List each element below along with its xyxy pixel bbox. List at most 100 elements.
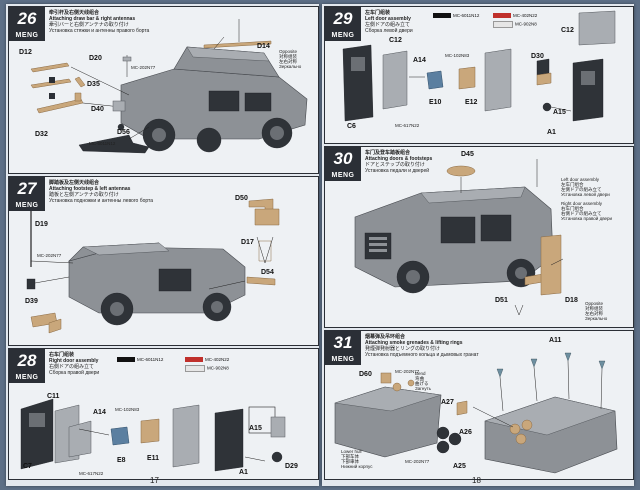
left-door-note-jp: 左側ドアの組み立て (561, 187, 602, 192)
right-page: 29 MENG 左车门组装 Left door assembly 左側ドアの組み… (322, 4, 634, 486)
step-header: 26 MENG (9, 7, 45, 41)
step-title-jp: 牽引バーと右側アンテナの取り付け (49, 22, 129, 28)
step-title-zh: 车门及登车踏板组合 (365, 150, 411, 156)
opposite-note-zh: 对称组装 (585, 306, 603, 311)
step-title-ru: Установка педали и дверей (365, 168, 430, 174)
bend-note-jp: 曲げる (415, 381, 429, 386)
step-title-zh: 右车门组装 (49, 352, 75, 358)
opposite-note: Opposite (279, 49, 298, 54)
part-label: D19 (35, 221, 48, 228)
step-title-ru: Установка подъемного кольца и дымовых гр… (365, 352, 479, 358)
step-30-illustration (354, 159, 564, 316)
part-label: D18 (565, 297, 578, 304)
part-label: D29 (285, 463, 298, 470)
paint-note: MC-202N77 (395, 369, 420, 374)
part-label: D17 (241, 239, 254, 246)
part-label: D40 (91, 106, 104, 113)
step-title-en: Attaching doors & footsteps (365, 156, 433, 162)
part-label: A1 (239, 469, 248, 476)
left-door-note: Left door assembly (561, 177, 600, 182)
step-29-illustration (342, 10, 616, 122)
color-legend-3: MC-902N8 (185, 365, 229, 372)
lower-hull-note: Lower hull (341, 449, 362, 454)
paint-note: MC-202N77 (37, 253, 62, 258)
color-legend-2: MC-402N22 (185, 357, 229, 363)
step-27: 27 MENG 脚踏板及左侧天线组合 Attaching footstep & … (8, 176, 319, 346)
part-label: C7 (23, 463, 32, 470)
step-title-en: Attaching footstep & left antennas (49, 186, 131, 192)
step-26-illustration (30, 19, 308, 154)
step-title-en: Attaching smoke grenades & lifting rings (365, 340, 463, 346)
paint-note: MC-202N77 (131, 65, 156, 70)
part-label: D30 (531, 53, 544, 60)
color-legend-1: MC-6011N12 (117, 357, 163, 363)
step-number: 29 (333, 9, 353, 28)
lower-hull-note-jp: 下部車体 (341, 459, 359, 464)
step-30: 30 MENG 车门及登车踏板组合 Attaching doors & foot… (324, 146, 634, 328)
step-28-illustration (20, 398, 286, 472)
step-title-jp: ドアとステップの取り付け (365, 162, 425, 168)
color-legend-2: MC-402N22 (493, 13, 537, 19)
step-title-ru: Сборка левой двери (365, 28, 413, 34)
step-number: 26 (17, 9, 37, 28)
right-door-note-jp: 右側ドアの組み立て (561, 211, 602, 216)
part-label: E12 (465, 99, 478, 106)
step-title-en: Left door assembly (365, 16, 411, 22)
part-label: A1 (547, 129, 556, 136)
right-door-note-zh: 右车门组合 (561, 206, 584, 211)
opposite-note-ru: Зеркально (585, 316, 608, 321)
lower-hull-note-zh: 下部车体 (341, 454, 359, 459)
paint-note: MC-202N77 (405, 459, 430, 464)
step-title-zh: 牵引杆及右侧天线组合 (49, 10, 100, 16)
part-label: C12 (561, 27, 574, 34)
part-label: C6 (347, 123, 356, 130)
brand-label: MENG (15, 32, 39, 39)
paint-note: MC-617N22 (395, 123, 420, 128)
paint-note: MC-617N22 (79, 471, 104, 476)
step-28: 28 MENG 右车门组装 Right door assembly 右側ドアの組… (8, 348, 319, 480)
part-label: D60 (359, 371, 372, 378)
page-number: 18 (472, 476, 481, 485)
step-31: 31 MENG 烟幕弹及吊环组合 Attaching smoke grenade… (324, 330, 634, 480)
part-label: E8 (117, 457, 126, 464)
part-label: A27 (441, 399, 454, 406)
paint-note: MC-6011N12 (89, 141, 116, 146)
step-title-jp: 踏板と左側アンテナの取り付け (49, 192, 119, 198)
step-title-zh: 烟幕弹及吊环组合 (365, 334, 406, 340)
step-number: 28 (17, 351, 37, 370)
step-title-jp: 左側ドアの組み立て (365, 22, 411, 28)
page-number: 17 (150, 476, 159, 485)
step-number: 30 (333, 149, 353, 168)
step-header: 30 MENG (325, 147, 361, 181)
step-title-ru: Сборка правой двери (49, 370, 100, 376)
bend-note: Bend (415, 371, 426, 376)
opposite-note-ru: Зеркально (279, 64, 302, 69)
opposite-note-zh: 对称组装 (279, 54, 297, 59)
part-label: A14 (413, 57, 426, 64)
part-label: D56 (117, 129, 130, 136)
step-header: 29 MENG (325, 7, 361, 41)
opposite-note: Opposite (585, 301, 604, 306)
bend-note-zh: 弯曲 (415, 376, 424, 381)
color-legend-1: MC-6011N12 (433, 13, 479, 19)
step-title-jp: 発煙弾発射器とリングの取り付け (365, 346, 441, 352)
step-27-illustration (26, 198, 280, 334)
part-label: D20 (89, 55, 102, 62)
step-title-en: Attaching draw bar & right antennas (49, 16, 136, 22)
step-title-ru: Установка стяжки и антенны правого борта (49, 28, 150, 34)
step-title-zh: 脚踏板及左侧天线组合 (49, 180, 100, 186)
part-label: A11 (549, 337, 562, 344)
part-label: E11 (147, 455, 160, 462)
part-label: D35 (87, 81, 100, 88)
part-label: D12 (19, 49, 32, 56)
part-label: D54 (261, 269, 274, 276)
opposite-note-jp: 左右対称 (279, 59, 297, 64)
step-29: 29 MENG 左车门组装 Left door assembly 左側ドアの組み… (324, 6, 634, 144)
right-door-note: Right door assembly (561, 201, 603, 206)
part-label: C12 (389, 37, 402, 44)
right-door-note-ru: Установка правой двери (561, 216, 613, 221)
lower-hull-note-ru: Нижний корпус (341, 464, 373, 469)
brand-label: MENG (331, 356, 355, 363)
part-label: D39 (25, 298, 38, 305)
left-page: 26 MENG 牵引杆及右侧天线组合 Attaching draw bar & … (6, 4, 319, 486)
